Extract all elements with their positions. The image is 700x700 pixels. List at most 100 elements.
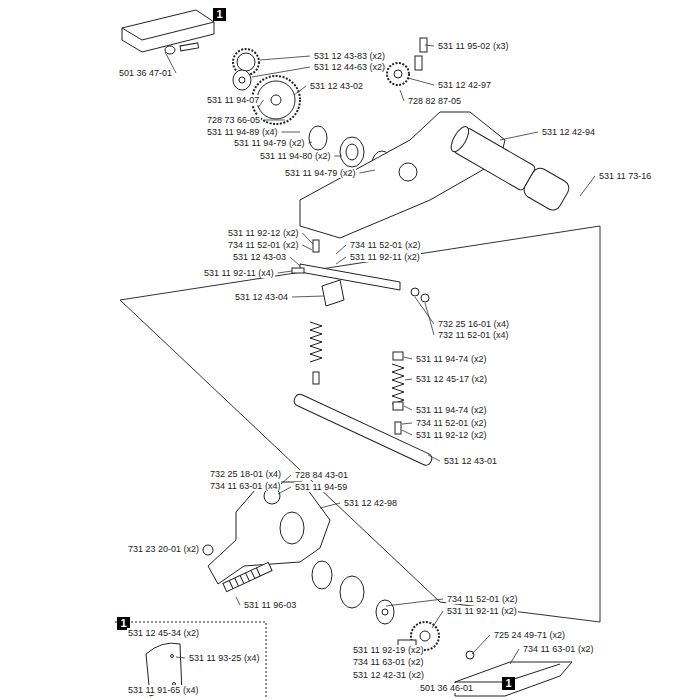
washer-hole bbox=[239, 77, 245, 83]
nut bbox=[411, 288, 419, 296]
washer bbox=[233, 70, 251, 90]
part-number: 728 82 87-05 bbox=[407, 96, 462, 106]
bearing bbox=[280, 512, 304, 544]
leader-line bbox=[359, 170, 375, 173]
part-number: 531 11 94-74 (x2) bbox=[415, 405, 487, 415]
shaft bbox=[292, 393, 433, 467]
part-number: 531 12 45-34 (x2) bbox=[127, 628, 200, 638]
part-number: 725 24 49-71 (x2) bbox=[493, 630, 566, 640]
part-number: 531 12 45-17 (x2) bbox=[415, 374, 488, 384]
leader-line bbox=[260, 56, 310, 60]
leader-line bbox=[510, 649, 519, 664]
part-number: 531 12 43-04 bbox=[234, 292, 289, 302]
leader-line bbox=[236, 597, 240, 605]
bolt bbox=[223, 562, 272, 591]
part-number: 734 11 63-01 (x2) bbox=[352, 657, 424, 667]
part-number: 734 11 63-01 (x4) bbox=[209, 481, 281, 491]
spacer bbox=[393, 352, 403, 360]
leader-line bbox=[402, 423, 412, 424]
part-number: 531 11 94-79 (x2) bbox=[284, 168, 356, 178]
part-number: 734 11 52-01 (x2) bbox=[415, 418, 487, 428]
part-number: 531 11 92-11 (x2) bbox=[349, 252, 421, 262]
part-number: 734 11 63-01 (x2) bbox=[522, 644, 594, 654]
part-number: 531 12 43-02 bbox=[309, 81, 364, 91]
bearing bbox=[312, 561, 332, 589]
leader-line bbox=[472, 635, 490, 654]
bolt bbox=[292, 268, 304, 273]
gear bbox=[257, 81, 295, 119]
bolt bbox=[395, 422, 401, 434]
part-number: 531 11 94-74 (x2) bbox=[415, 354, 487, 364]
part-number: 501 36 46-01 bbox=[419, 683, 474, 693]
part-number: 731 23 20-01 (x2) bbox=[127, 544, 200, 554]
part-number: 531 11 96-03 bbox=[243, 600, 297, 610]
part-number: 531 11 91-65 (x4) bbox=[127, 685, 199, 695]
part-number: 732 25 16-01 (x4) bbox=[437, 319, 510, 329]
part-number: 531 11 92-19 (x2) bbox=[352, 645, 424, 655]
part-number: 531 12 44-63 (x2) bbox=[313, 62, 386, 72]
part-number: 531 12 43-01 bbox=[443, 456, 498, 466]
nut bbox=[466, 651, 474, 659]
leader-line bbox=[281, 132, 300, 133]
key-badge: 1 bbox=[502, 677, 515, 690]
part-number: 531 12 42-94 bbox=[541, 127, 596, 137]
leader-line bbox=[203, 549, 204, 550]
leader-line bbox=[404, 406, 412, 410]
part-number: 728 73 66-05 bbox=[206, 115, 261, 125]
plate-edge bbox=[142, 22, 214, 40]
leader-line bbox=[425, 303, 434, 335]
part-number: 732 25 18-01 (x4) bbox=[209, 469, 282, 479]
part-number: 531 11 92-12 (x2) bbox=[415, 430, 487, 440]
part-number: 531 11 94-59 bbox=[294, 482, 348, 492]
part-number: 734 11 52-01 (x2) bbox=[227, 240, 299, 250]
part-number: 734 11 52-01 (x2) bbox=[349, 240, 421, 250]
gear-hub bbox=[271, 95, 281, 105]
leader-line bbox=[252, 67, 310, 77]
leader-line bbox=[320, 503, 340, 508]
part-number: 531 11 92-12 (x2) bbox=[227, 228, 299, 238]
part-number: 531 11 94-79 (x2) bbox=[233, 138, 305, 148]
leader-line bbox=[386, 599, 443, 606]
part-number: 531 12 42-98 bbox=[343, 498, 398, 508]
part-number: 728 84 43-01 bbox=[294, 470, 349, 480]
washer bbox=[165, 46, 175, 54]
leader-line bbox=[334, 156, 342, 157]
part-number: 531 11 94-80 (x2) bbox=[259, 151, 331, 161]
leader-line bbox=[292, 296, 324, 297]
key-number: 1 bbox=[505, 677, 511, 689]
nut bbox=[421, 294, 429, 302]
key-number: 1 bbox=[216, 8, 222, 20]
rivet bbox=[171, 655, 174, 658]
gear-hub bbox=[394, 70, 402, 78]
plate bbox=[122, 10, 214, 52]
key-number: 1 bbox=[120, 617, 126, 629]
part-number: 531 12 42-97 bbox=[437, 80, 492, 90]
leader-line bbox=[500, 132, 538, 140]
deck-outline bbox=[120, 226, 600, 622]
part-number: 531 11 92-11 (x2) bbox=[446, 606, 518, 616]
part-number: 734 11 52-01 (x2) bbox=[446, 594, 518, 604]
bearing bbox=[346, 144, 358, 160]
plate-edge bbox=[122, 28, 142, 40]
part-number: 531 12 42-31 (x2) bbox=[352, 670, 425, 680]
leader-line bbox=[432, 611, 443, 628]
part-number: 531 11 94-89 (x4) bbox=[206, 127, 278, 137]
part-number: 531 11 95-02 (x3) bbox=[437, 41, 509, 51]
leader-line bbox=[404, 357, 412, 359]
part-number: 531 12 43-03 bbox=[232, 252, 287, 262]
bolt bbox=[415, 56, 422, 70]
leader-line bbox=[408, 78, 434, 85]
spring bbox=[392, 364, 404, 404]
leader-line bbox=[294, 86, 306, 95]
leader-line bbox=[302, 233, 313, 244]
bearing bbox=[340, 137, 364, 167]
key-badge: 1 bbox=[213, 8, 226, 21]
gear bbox=[237, 53, 255, 71]
part-number: 531 11 94-07 bbox=[206, 95, 260, 105]
leader-line bbox=[428, 455, 440, 461]
part-number: 501 36 47-01 bbox=[118, 68, 173, 78]
bearing bbox=[309, 126, 327, 150]
inset-frame bbox=[115, 622, 266, 698]
leader-line bbox=[308, 142, 312, 143]
